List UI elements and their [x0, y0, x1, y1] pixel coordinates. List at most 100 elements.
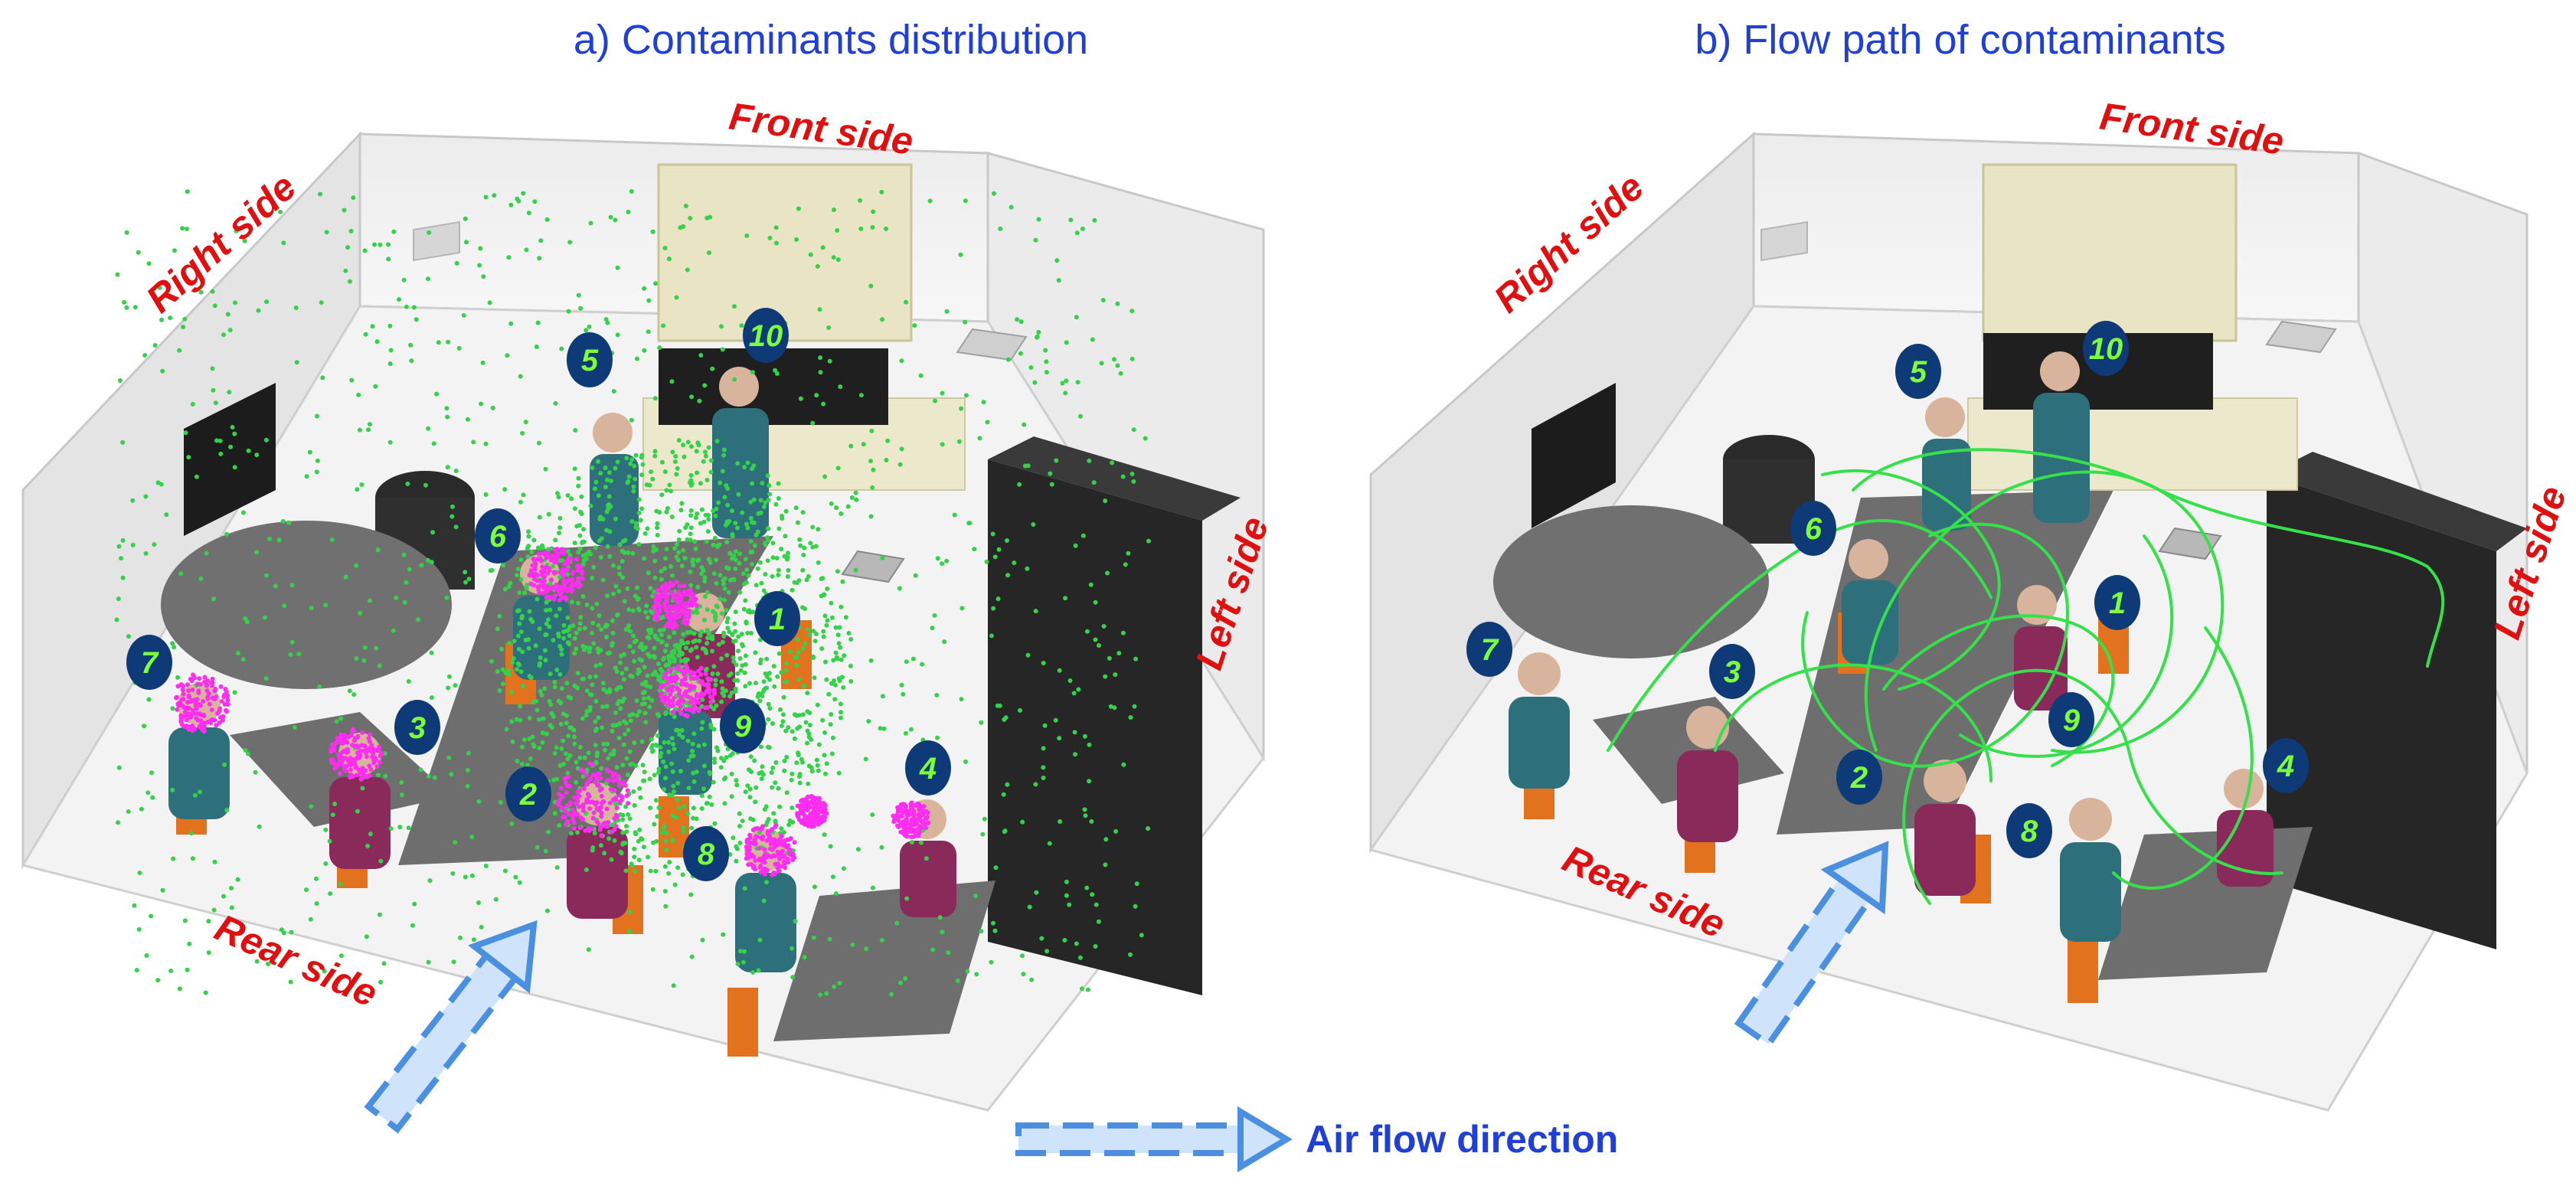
particle: [787, 649, 793, 655]
particle: [858, 393, 864, 398]
particle: [1005, 782, 1010, 787]
occupant-marker-label: 3: [1724, 655, 1741, 689]
particle: [655, 613, 661, 618]
particle: [518, 374, 523, 379]
particle: [696, 743, 701, 749]
particle: [483, 194, 489, 200]
particle: [144, 953, 149, 958]
particle: [526, 534, 531, 539]
occupant: [1922, 397, 1971, 531]
particle: [500, 667, 505, 672]
occupant: [2060, 798, 2121, 942]
particle: [782, 841, 787, 846]
particle: [1074, 941, 1079, 946]
particle: [445, 465, 450, 470]
particle: [795, 520, 800, 525]
particle: [740, 510, 745, 515]
particle: [190, 688, 195, 692]
particle: [150, 795, 155, 800]
particle: [446, 339, 451, 345]
particle: [786, 567, 791, 573]
particle: [405, 482, 410, 486]
particle: [628, 762, 633, 767]
particle: [699, 691, 704, 696]
particle: [368, 422, 372, 427]
particle: [677, 691, 682, 697]
particle: [544, 731, 549, 737]
particle: [206, 950, 211, 956]
particle: [692, 671, 697, 676]
particle: [599, 766, 604, 771]
particle: [724, 608, 729, 613]
particle: [374, 764, 380, 769]
particle: [1049, 482, 1054, 487]
particle: [1034, 890, 1039, 895]
particle: [657, 677, 662, 682]
particle: [904, 804, 908, 809]
particle: [651, 840, 655, 845]
particle: [636, 542, 642, 547]
particle: [329, 537, 335, 542]
particle: [172, 645, 177, 650]
particle: [832, 697, 838, 702]
particle: [606, 756, 611, 761]
particle: [642, 556, 647, 561]
particle: [822, 818, 826, 823]
particle: [1044, 370, 1049, 375]
particle: [254, 959, 260, 964]
particle: [694, 645, 699, 650]
particle: [429, 650, 434, 655]
particle: [868, 459, 873, 464]
particle: [723, 688, 728, 694]
particle: [685, 657, 690, 662]
particle: [565, 819, 570, 825]
particle: [561, 622, 567, 628]
particle: [868, 283, 874, 289]
particle: [351, 195, 356, 201]
particle: [573, 428, 578, 433]
particle: [369, 748, 374, 753]
particle: [879, 845, 884, 850]
particle: [397, 825, 403, 830]
particle: [672, 658, 677, 664]
particle: [409, 358, 414, 364]
particle: [753, 858, 758, 863]
particle: [695, 691, 699, 697]
particle: [761, 679, 767, 684]
particle: [520, 430, 525, 436]
particle: [185, 967, 190, 972]
particle: [744, 856, 749, 861]
particle: [768, 841, 773, 847]
particle: [642, 689, 647, 694]
particle: [230, 425, 235, 430]
particle: [779, 826, 784, 831]
particle: [605, 651, 610, 656]
particle: [590, 848, 595, 853]
particle: [355, 809, 360, 814]
particle: [292, 725, 297, 730]
particle: [833, 625, 839, 630]
particle: [575, 685, 580, 691]
particle: [829, 600, 834, 606]
particle: [1084, 629, 1090, 634]
particle: [655, 532, 660, 537]
particle: [760, 764, 765, 769]
particle: [632, 740, 637, 746]
particle: [1097, 643, 1101, 648]
particle: [465, 417, 470, 422]
particle: [829, 751, 835, 756]
particle: [577, 755, 583, 760]
particle: [584, 867, 589, 872]
particle: [864, 946, 869, 952]
particle: [848, 678, 854, 684]
particle: [649, 469, 653, 475]
particle: [632, 802, 637, 808]
particle: [619, 795, 625, 800]
particle: [565, 756, 570, 762]
particle: [178, 719, 184, 724]
particle: [742, 949, 747, 954]
particle: [508, 202, 514, 207]
particle: [795, 811, 800, 816]
particle: [427, 878, 433, 884]
particle: [718, 480, 723, 485]
